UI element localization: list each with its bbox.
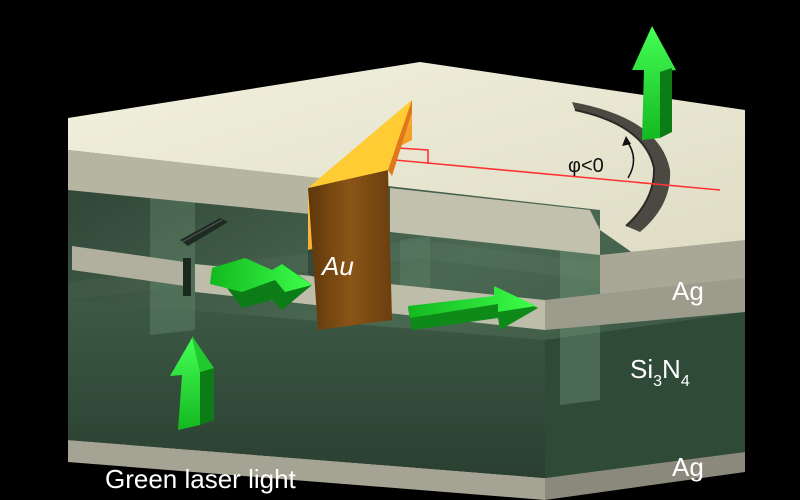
si3n4-label: Si3N4 [630,354,690,390]
ag-bottom-label: Ag [672,452,704,482]
gold-blade [308,100,412,330]
angle-arrow [622,136,635,179]
ag-top-label: Ag [672,276,704,306]
plasmon-arrow-right [408,286,538,330]
incident-laser-arrow [170,336,214,430]
grating-groove [180,218,228,246]
angle-label: φ<0 [568,155,604,177]
plasmon-arrow-left [210,258,312,310]
laser-caption: Green laser light [105,464,297,494]
au-label: Au [320,251,354,281]
laser-path-line [394,147,721,191]
emitted-light-arrow [632,26,676,140]
right-angle-marker [397,147,429,164]
